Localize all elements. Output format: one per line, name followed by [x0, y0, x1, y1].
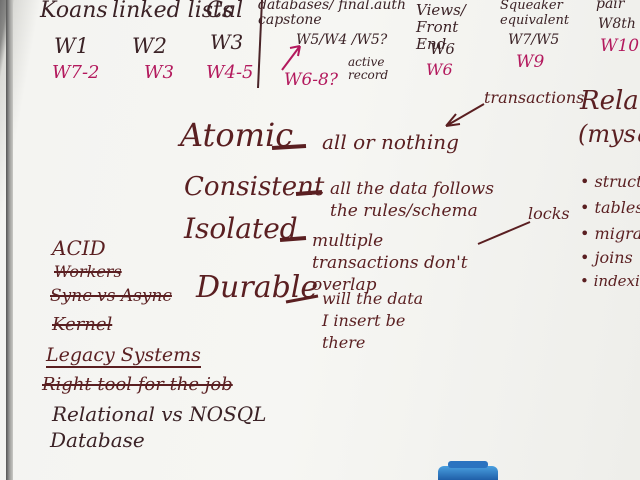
acid-term-isolated: Isolated — [184, 212, 298, 245]
schedule-topic-databases: databases/ final.auth capstone — [258, 0, 407, 28]
schedule-topic-cal: Cal — [206, 0, 243, 23]
schedule-week-squeaker: W7/W5 — [508, 32, 560, 48]
left-list-heading: ACID — [52, 236, 106, 260]
schedule-actual-squeaker: W9 — [516, 52, 545, 72]
schedule-actual-databases: W6-8? — [284, 70, 338, 90]
schedule-week-cal: W3 — [210, 30, 244, 54]
schedule-week-databases: W5/W4 /W5? — [296, 32, 388, 48]
acid-desc-durable: will the data I insert be there — [322, 289, 424, 352]
relational-bullet-1: • struct — [580, 172, 640, 191]
schedule-actual-views: W6 — [426, 60, 453, 79]
marker-pen — [438, 466, 498, 480]
relational-bullet-3: • migrat — [580, 224, 640, 243]
acid-desc-isolated: multiple transactions don't overlap — [312, 231, 468, 295]
schedule-week-linked-lists: W2 — [132, 34, 167, 58]
schedule-topic-koans: Koans — [40, 0, 108, 23]
left-list-relational-vs: Relational vs NOSQL — [52, 402, 267, 426]
whiteboard-frame — [6, 0, 13, 480]
relational-bullet-4: • joins — [580, 248, 633, 267]
schedule-topic-squeaker: Squeaker equivalent — [500, 0, 570, 28]
left-list-legacy: Legacy Systems — [46, 344, 201, 368]
schedule-actual-linked-lists: W3 — [144, 62, 174, 83]
schedule-week-views: W6 — [430, 40, 455, 58]
annotation-transactions: transactions — [484, 88, 585, 107]
schedule-note-active-record: active record — [348, 55, 389, 82]
schedule-actual-koans: W7-2 — [52, 62, 100, 83]
schedule-actual-pair: W10 — [600, 36, 640, 56]
acid-term-consistent: Consistent — [184, 172, 325, 202]
left-list-crossed-sync: Sync vs Async — [50, 286, 172, 306]
schedule-topic-views: Views/ Front End — [416, 1, 466, 53]
left-list-crossed-kernel: Kernel — [52, 314, 113, 335]
relational-bullet-5: • indexing — [580, 272, 640, 290]
left-list-crossed-workers: Workers — [54, 262, 122, 281]
schedule-topic-pair: pair — [596, 0, 625, 12]
schedule-week-pair: W8th — [598, 16, 636, 32]
schedule-actual-cal: W4-5 — [206, 62, 254, 83]
schedule-week-koans: W1 — [54, 34, 89, 58]
left-list-database: Database — [50, 428, 145, 452]
marker-cap — [448, 461, 488, 468]
relational-title: Relat — [580, 86, 640, 116]
schedule-topic-linked-lists: linked lists — [112, 0, 234, 23]
left-list-crossed-right-tool: Right tool for the job — [42, 374, 233, 395]
acid-desc-atomic: all or nothing — [322, 130, 459, 154]
relational-subtitle: (mysq — [578, 120, 640, 148]
acid-desc-consistent: all the data follows the rules/schema — [330, 179, 494, 221]
annotation-locks: locks — [528, 204, 570, 223]
relational-bullet-2: • tables — [580, 198, 640, 217]
